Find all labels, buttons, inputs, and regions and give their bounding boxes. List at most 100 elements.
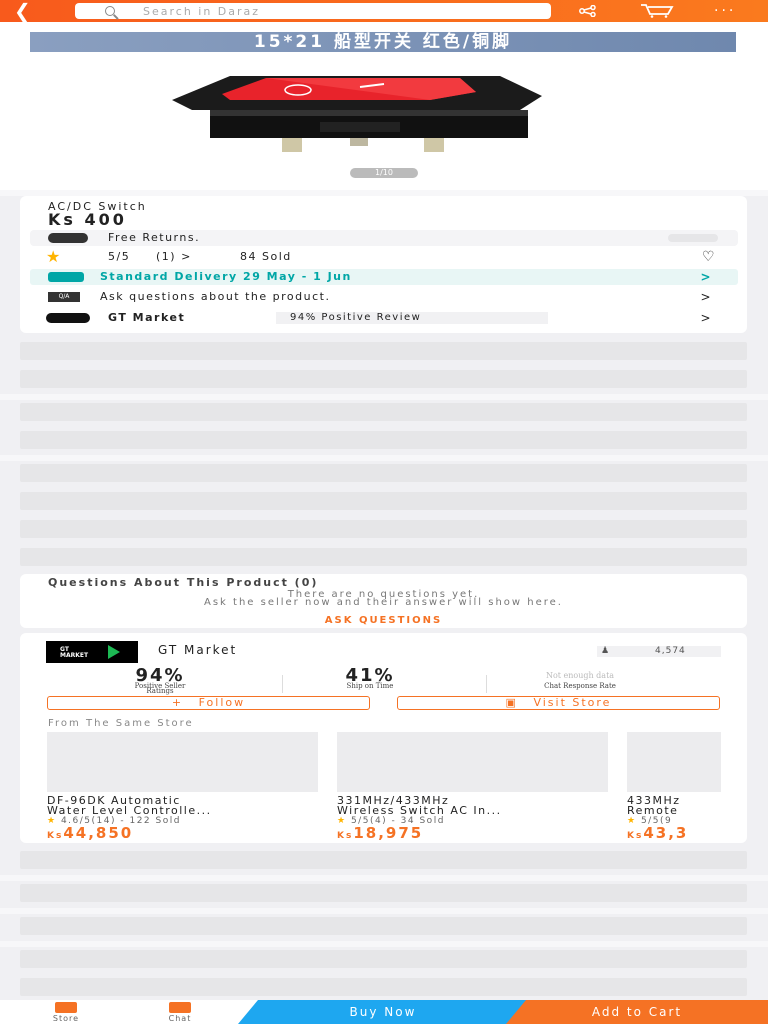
free-returns-row[interactable]: Free Returns.: [30, 230, 738, 246]
stat-chat-response-value: Not enough data: [545, 671, 615, 680]
divider: [0, 908, 768, 914]
loading-placeholder: [20, 548, 747, 566]
loading-placeholder: [20, 884, 747, 902]
chat-tab-label: Chat: [168, 1014, 192, 1023]
questions-empty-line2: Ask the seller now and their answer will…: [204, 597, 563, 608]
currency: Ks: [337, 831, 354, 841]
chevron-right-icon: >: [700, 311, 712, 325]
star-icon: ★: [627, 816, 637, 826]
seller-name[interactable]: GT Market: [158, 643, 238, 657]
product-name: 331MHz/433MHz: [337, 796, 450, 806]
store-icon: [55, 1002, 77, 1013]
product-title: AC/DC Switch: [48, 200, 147, 213]
divider: [0, 941, 768, 947]
product-name-line2: Water Level Controlle...: [47, 806, 212, 816]
star-icon: ★: [337, 816, 347, 826]
followers-badge: ♟ 4,574: [597, 646, 721, 657]
product-rating: 5/5(9: [640, 816, 673, 826]
store-icon: ▣: [505, 696, 518, 709]
store-name: GT Market: [108, 311, 186, 324]
product-thumbnail: [627, 732, 721, 792]
store-product-card[interactable]: 433MHz Remote ★ 5/5(9 Ks43,3: [627, 732, 721, 843]
follow-button[interactable]: + Follow: [47, 696, 370, 710]
positive-review-badge: 94% Positive Review: [276, 312, 548, 324]
product-rating: 4.6/5(14) - 122 Sold: [60, 816, 181, 826]
seller-logo-text: GT MARKET: [60, 646, 89, 659]
divider: [0, 455, 768, 461]
divider: [486, 675, 487, 693]
divider: [0, 190, 768, 196]
product-price: Ks 400: [48, 210, 127, 229]
stat-ship-on-time-value: 41%: [345, 665, 395, 686]
product-image: [172, 76, 542, 152]
loading-placeholder: [20, 492, 747, 510]
free-returns-text: Free Returns.: [108, 231, 201, 244]
store-logo-icon: [46, 313, 90, 323]
product-name-line2: Remote: [627, 806, 679, 816]
divider: [0, 875, 768, 881]
product-price: 18,975: [353, 824, 424, 842]
more-icon[interactable]: ···: [714, 3, 737, 19]
cart-icon[interactable]: [640, 4, 674, 18]
returns-info-icon[interactable]: [668, 234, 718, 242]
loading-placeholder: [20, 917, 747, 935]
loading-placeholder: [20, 431, 747, 449]
chevron-right-icon: >: [700, 270, 712, 284]
store-tab[interactable]: Store: [36, 1002, 96, 1023]
product-name-line2: Wireless Switch AC In...: [337, 806, 502, 816]
ask-questions-row[interactable]: Q/A Ask questions about the product. >: [30, 289, 738, 305]
product-gallery[interactable]: 15*21 船型开关 红色/铜脚 1/10: [0, 22, 768, 190]
chat-icon: [169, 1002, 191, 1013]
star-icon: ★: [47, 816, 57, 826]
search-bar[interactable]: Search in Daraz: [75, 3, 551, 19]
loading-placeholder: [20, 520, 747, 538]
ask-questions-button[interactable]: ASK QUESTIONS: [324, 615, 443, 626]
share-icon[interactable]: [578, 5, 598, 17]
visit-store-label: Visit Store: [533, 696, 612, 709]
questions-empty-line1: There are no questions yet.: [287, 589, 480, 600]
chat-tab[interactable]: Chat: [150, 1002, 210, 1023]
star-icon: ★: [46, 247, 62, 266]
store-product-card[interactable]: DF-96DK Automatic Water Level Controlle.…: [47, 732, 318, 843]
loading-placeholder: [20, 978, 747, 996]
add-to-cart-button[interactable]: Add to Cart: [506, 1000, 768, 1024]
return-icon: [48, 233, 88, 243]
sold-count: 84 Sold: [240, 250, 292, 263]
stat-positive-ratings-label-line2: Ratings: [146, 687, 174, 695]
product-rating: 5/5(4) - 34 Sold: [350, 816, 445, 826]
rating-value: 5/5: [108, 250, 131, 263]
truck-icon: [48, 272, 84, 282]
product-image-banner: 15*21 船型开关 红色/铜脚: [30, 32, 736, 52]
divider: [282, 675, 283, 693]
chevron-right-icon: >: [700, 290, 712, 304]
same-store-heading: From The Same Store: [48, 718, 194, 729]
store-product-card[interactable]: 331MHz/433MHz Wireless Switch AC In... ★…: [337, 732, 608, 843]
loading-placeholder: [20, 370, 747, 388]
image-pager: 1/10: [350, 168, 418, 178]
followers-count: 4,574: [655, 646, 686, 656]
wishlist-heart-icon[interactable]: ♡: [701, 249, 716, 265]
qa-icon: Q/A: [48, 292, 80, 302]
rating-row[interactable]: ★ 5/5 (1) > 84 Sold ♡: [30, 247, 738, 266]
buy-now-button[interactable]: Buy Now: [238, 1000, 528, 1024]
product-name: 433MHz: [627, 796, 681, 806]
product-price: 43,3: [643, 824, 689, 842]
product-thumbnail: [337, 732, 608, 792]
loading-placeholder: [20, 950, 747, 968]
delivery-row[interactable]: Standard Delivery 29 May - 1 Jun >: [30, 269, 738, 285]
follow-label: Follow: [198, 696, 246, 709]
product-price: 44,850: [63, 824, 134, 842]
rating-count[interactable]: (1) >: [156, 250, 192, 263]
loading-placeholder: [20, 464, 747, 482]
back-arrow-icon[interactable]: ❮: [14, 0, 31, 23]
store-row[interactable]: GT Market 94% Positive Review >: [30, 310, 738, 326]
divider: [0, 394, 768, 400]
loading-placeholder: [20, 851, 747, 869]
loading-placeholder: [20, 342, 747, 360]
visit-store-button[interactable]: ▣ Visit Store: [397, 696, 720, 710]
plus-icon: +: [171, 696, 184, 709]
seller-logo-mark: [108, 645, 120, 659]
questions-card: Questions About This Product (0) There a…: [20, 574, 747, 628]
product-info-card: AC/DC Switch Ks 400 Free Returns. ★ 5/5 …: [20, 196, 747, 333]
search-placeholder[interactable]: Search in Daraz: [143, 5, 261, 18]
